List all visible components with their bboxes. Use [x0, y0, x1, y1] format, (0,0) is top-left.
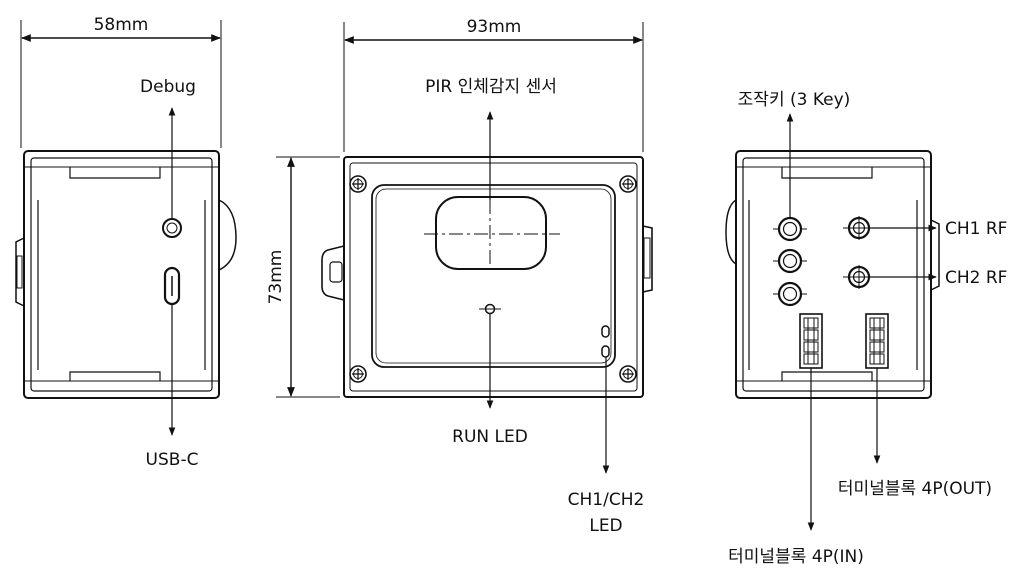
mount-tab-left — [321, 245, 345, 301]
pir-sensor-window — [435, 196, 547, 270]
debug-button-inner — [166, 222, 178, 234]
front-panel-inner — [375, 188, 612, 364]
left-side-view: 58mm Debug USB-C — [15, 15, 237, 470]
clip-left — [15, 237, 25, 307]
clip-left-detail — [16, 255, 23, 289]
front-housing-inner — [349, 162, 638, 392]
bottom-slot — [781, 371, 873, 381]
housing-outline — [23, 150, 220, 399]
ch1-led — [601, 325, 610, 338]
label-usb-c: USB-C — [146, 450, 199, 470]
screw-icon — [619, 175, 637, 193]
mount-tab-right-detail — [643, 237, 651, 279]
dimension-73mm: 73mm — [266, 250, 286, 305]
screw-icon — [619, 365, 637, 383]
mount-tab-hole — [329, 261, 343, 283]
key-button — [773, 281, 807, 307]
label-debug: Debug — [140, 77, 196, 97]
label-run-led: RUN LED — [452, 427, 528, 447]
top-slot — [781, 167, 873, 179]
front-housing — [343, 156, 644, 398]
housing-inner — [30, 157, 213, 392]
dimension-93mm: 93mm — [467, 17, 522, 37]
label-pir-sensor: PIR 인체감지 센서 — [425, 77, 557, 97]
label-ch2-rf: CH2 RF — [945, 268, 1007, 288]
terminal-block-out — [865, 313, 889, 369]
label-terminal-out: 터미널블록 4P(OUT) — [838, 479, 992, 499]
mount-tab-right — [642, 225, 653, 293]
clip-right — [930, 219, 940, 291]
dimension-58mm: 58mm — [94, 15, 149, 35]
label-ch1-rf: CH1 RF — [945, 219, 1007, 239]
label-ch-led-line1: CH1/CH2 — [568, 490, 645, 510]
clip-right — [218, 199, 237, 271]
right-side-view: 조작키 (3 Key) CH1 RF CH2 RF 터미널블록 4P(IN) — [725, 90, 1007, 567]
side-rails — [748, 200, 918, 370]
top-slot — [69, 167, 161, 179]
clip-left — [725, 199, 737, 265]
debug-button — [162, 218, 182, 238]
terminal-block-in — [799, 313, 823, 369]
ch2-led — [601, 345, 610, 358]
key-button — [773, 248, 807, 274]
label-ch-led-line2: LED — [589, 516, 622, 536]
label-keys: 조작키 (3 Key) — [738, 90, 851, 110]
side-rails — [37, 200, 206, 370]
front-panel — [371, 184, 616, 368]
housing-inner — [742, 157, 925, 392]
screw-icon — [349, 365, 367, 383]
front-view: 93mm 73mm — [266, 17, 653, 536]
bottom-slot — [69, 371, 161, 381]
key-button — [773, 216, 807, 242]
label-terminal-in: 터미널블록 4P(IN) — [728, 547, 864, 567]
screw-icon — [349, 175, 367, 193]
housing-outline — [735, 150, 932, 399]
